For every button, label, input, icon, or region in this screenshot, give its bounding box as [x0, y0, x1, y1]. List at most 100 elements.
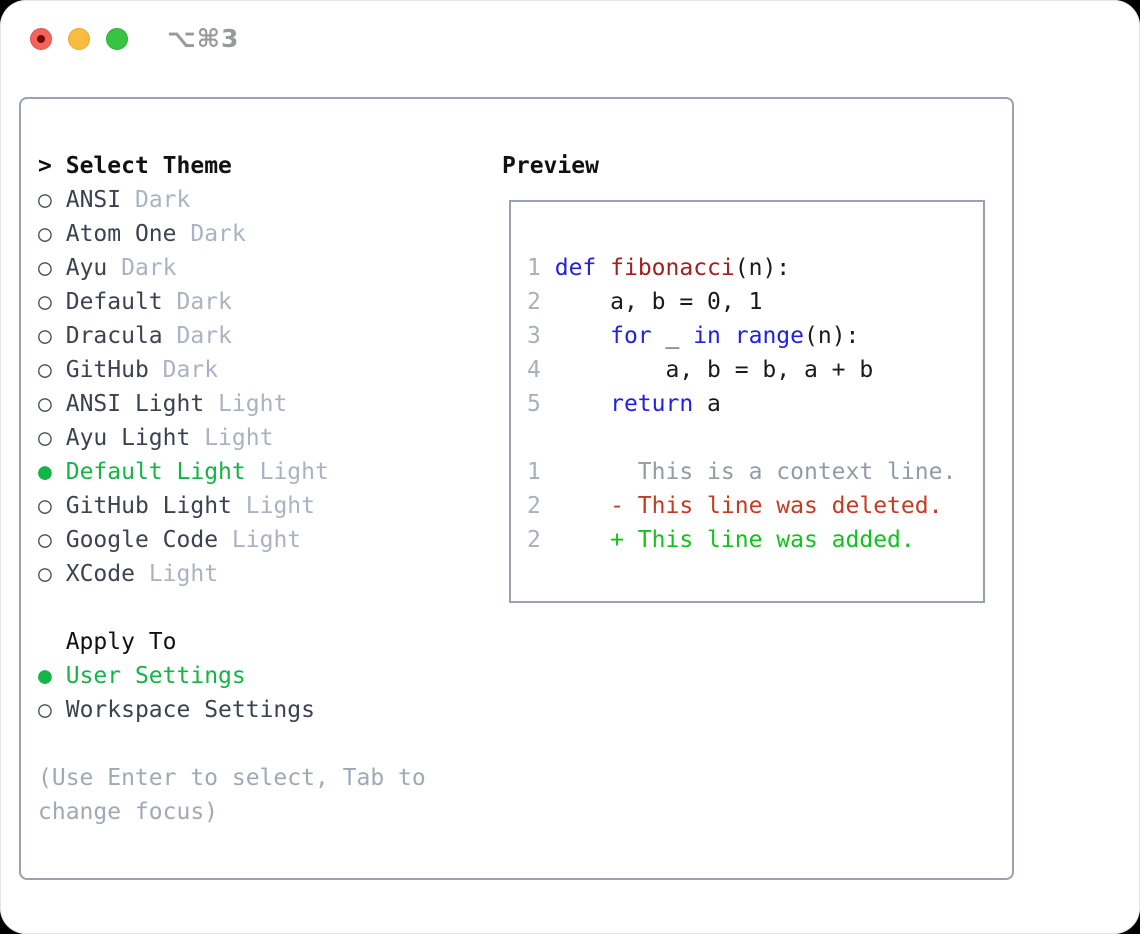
zoom-button[interactable] [106, 28, 128, 50]
code-token [721, 323, 735, 349]
close-button-dot-icon [37, 35, 45, 43]
radio-icon: ○ [38, 425, 52, 451]
code-token: This is a context line. [554, 459, 957, 485]
line-number: 1 [527, 255, 541, 281]
code-line: 1 def fibonacci(n): [527, 251, 956, 285]
theme-option-label: Dracula [65, 323, 163, 349]
minimize-button[interactable] [68, 28, 90, 50]
radio-icon: ○ [38, 493, 52, 519]
code-line: 1 This is a context line. [527, 455, 956, 489]
theme-option-label: Atom One [65, 221, 177, 247]
radio-icon: ● [38, 459, 52, 485]
code-line: 5 return a [527, 387, 956, 421]
theme-option-label: GitHub Light [65, 493, 232, 519]
line-number: 2 [527, 493, 541, 519]
code-token: a, b = 0, 1 [554, 289, 763, 315]
apply-to-header: Apply To [38, 625, 483, 659]
code-token: fibonacci [610, 255, 735, 281]
code-line: 3 for _ in range(n): [527, 319, 956, 353]
select-theme-title: Select Theme [65, 153, 232, 179]
code-line: 2 - This line was deleted. [527, 489, 956, 523]
theme-option-tag: Dark [134, 187, 191, 213]
radio-icon: ○ [38, 323, 52, 349]
code-token: def [554, 255, 597, 281]
theme-option-tag: Dark [176, 323, 232, 349]
theme-option[interactable]: ○ ANSI Light Light [38, 387, 483, 421]
code-line: 2 + This line was added. [527, 523, 956, 557]
line-number: 1 [527, 459, 541, 485]
code-token: a [693, 391, 721, 417]
theme-list: ○ ANSI Dark○ Atom One Dark○ Ayu Dark○ De… [38, 183, 483, 591]
theme-option[interactable]: ○ Default Dark [38, 285, 483, 319]
line-number [527, 425, 541, 451]
theme-option[interactable]: ● Default Light Light [38, 455, 483, 489]
apply-to-list: ● User Settings○ Workspace Settings [38, 659, 483, 727]
code-token: range [734, 323, 805, 349]
theme-option-label: Default Light [65, 459, 246, 485]
preview-header: Preview [502, 149, 599, 183]
code-token: return [610, 391, 694, 417]
radio-icon: ○ [38, 527, 52, 553]
theme-option-tag: Dark [121, 255, 177, 281]
close-button[interactable] [30, 28, 52, 50]
theme-option[interactable]: ○ Dracula Dark [38, 319, 483, 353]
prompt-icon: > [38, 153, 52, 179]
code-token: in [693, 323, 721, 349]
theme-option[interactable]: ○ XCode Light [38, 557, 483, 591]
theme-option[interactable]: ○ Ayu Dark [38, 251, 483, 285]
apply-to-option-label: User Settings [65, 663, 246, 689]
line-number: 2 [527, 289, 541, 315]
theme-option-tag: Dark [176, 289, 232, 315]
theme-option-label: Default [65, 289, 163, 315]
code-token [555, 391, 610, 417]
theme-option[interactable]: ○ ANSI Dark [38, 183, 483, 217]
theme-option-tag: Light [231, 527, 302, 553]
code-token: _ [651, 323, 694, 349]
apply-to-title: Apply To [65, 629, 177, 655]
code-token: a, b = b, a + b [554, 357, 874, 383]
theme-option-label: GitHub [65, 357, 149, 383]
radio-icon: ○ [38, 255, 52, 281]
code-line: 4 a, b = b, a + b [527, 353, 956, 387]
theme-option-label: Ayu Light [65, 425, 191, 451]
line-number: 2 [527, 527, 541, 553]
theme-option-label: ANSI [65, 187, 122, 213]
radio-icon: ○ [38, 289, 52, 315]
line-number: 5 [527, 391, 541, 417]
line-number: 4 [527, 357, 541, 383]
radio-icon: ○ [38, 221, 52, 247]
theme-option[interactable]: ○ GitHub Dark [38, 353, 483, 387]
theme-option[interactable]: ○ GitHub Light Light [38, 489, 483, 523]
code-line: 2 a, b = 0, 1 [527, 285, 956, 319]
line-number: 3 [527, 323, 541, 349]
radio-icon: ○ [38, 357, 52, 383]
code-token [596, 255, 610, 281]
theme-option-tag: Light [148, 561, 219, 587]
sidebar: > Select Theme ○ ANSI Dark○ Atom One Dar… [38, 149, 483, 829]
code-token: (n): [734, 255, 791, 281]
code-token: - This line was deleted. [554, 493, 943, 519]
theme-option-tag: Dark [162, 357, 219, 383]
theme-option-tag: Dark [190, 221, 246, 247]
code-token [555, 323, 610, 349]
window-shortcut-label: ⌥⌘3 [167, 24, 240, 53]
apply-to-option[interactable]: ○ Workspace Settings [38, 693, 483, 727]
theme-option-tag: Light [204, 425, 274, 451]
theme-option[interactable]: ○ Atom One Dark [38, 217, 483, 251]
theme-option-label: Google Code [65, 527, 219, 553]
apply-to-option-label: Workspace Settings [65, 697, 315, 723]
theme-option[interactable]: ○ Ayu Light Light [38, 421, 483, 455]
code-token: (n): [804, 323, 860, 349]
apply-to-option[interactable]: ● User Settings [38, 659, 483, 693]
theme-option-tag: Light [218, 391, 288, 417]
radio-icon: ○ [38, 187, 52, 213]
theme-option-tag: Light [259, 459, 329, 485]
theme-option[interactable]: ○ Google Code Light [38, 523, 483, 557]
code-line [527, 421, 956, 455]
code-token: for [610, 323, 652, 349]
theme-option-label: XCode [65, 561, 135, 587]
theme-option-tag: Light [245, 493, 315, 519]
